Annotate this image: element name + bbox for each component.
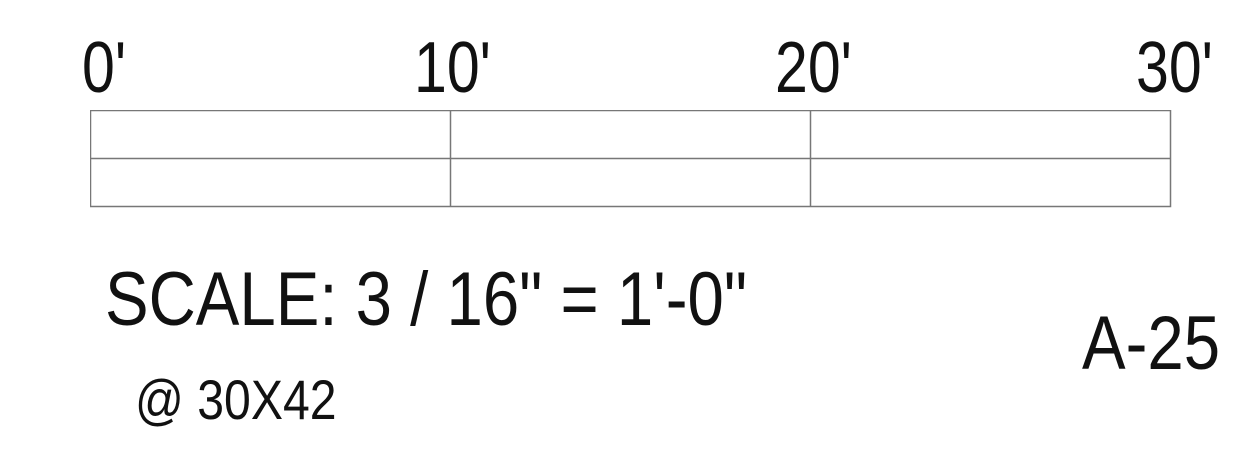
tick-label-20: 20' — [775, 28, 852, 108]
tick-label-10: 10' — [414, 28, 491, 108]
sheet-size-label: @ 30X42 — [135, 368, 337, 431]
scale-bar — [90, 110, 1172, 208]
tick-label-30: 30' — [1136, 28, 1213, 108]
sheet-number: A-25 — [1082, 301, 1221, 386]
tick-label-0: 0' — [82, 28, 127, 108]
scale-label: SCALE: 3 / 16" = 1'-0" — [105, 257, 748, 342]
